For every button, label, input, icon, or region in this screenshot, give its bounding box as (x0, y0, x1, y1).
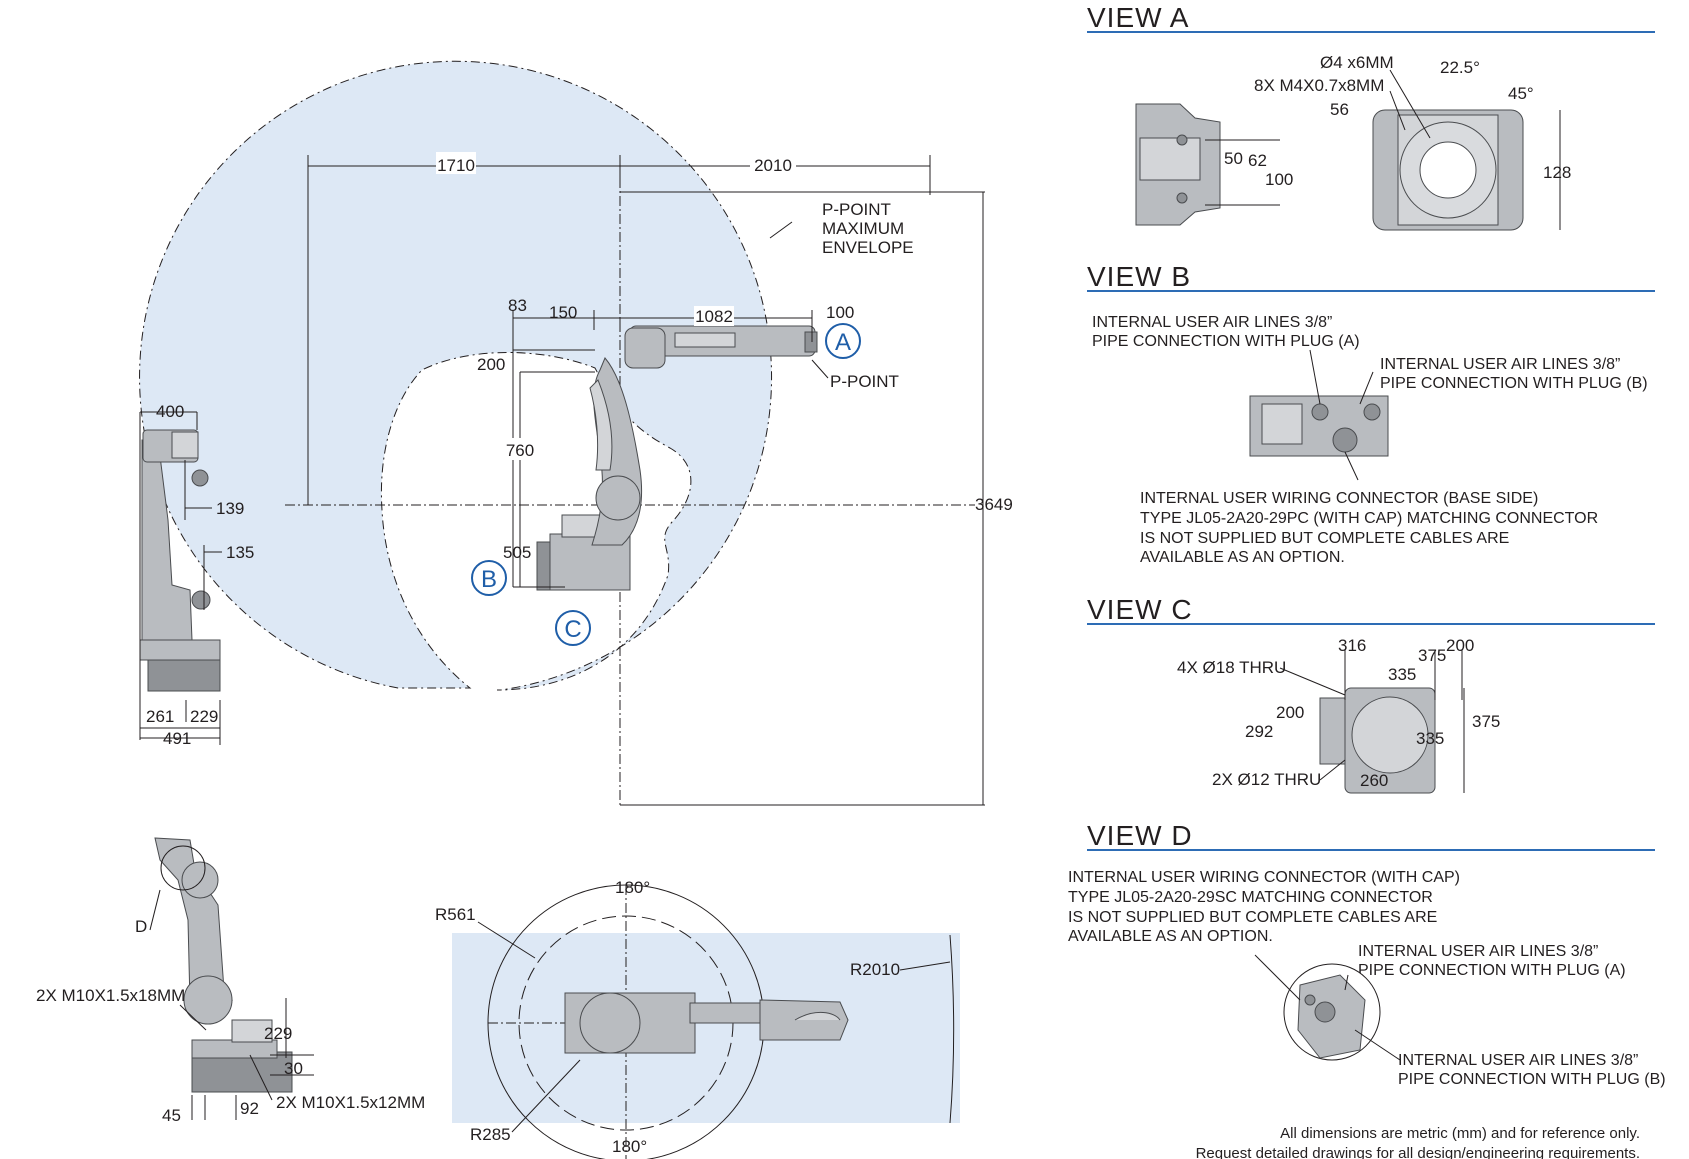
view-d-air-b-1: INTERNAL USER AIR LINES 3/8” (1398, 1052, 1638, 1069)
view-a-angle-45: 45° (1508, 84, 1534, 103)
view-b-air-a-2: PIPE CONNECTION WITH PLUG (A) (1092, 333, 1360, 350)
view-c-dim-375: 375 (1472, 712, 1500, 731)
view-c-dim-200-top: 200 (1446, 636, 1474, 655)
view-b-title: VIEW B (1087, 261, 1191, 292)
dim-45: 45 (162, 1106, 181, 1125)
view-marker-a (825, 323, 861, 359)
label-view-d: D (135, 917, 147, 936)
label-r561: R561 (435, 905, 476, 924)
view-c-holes-18: 4X Ø18 THRU (1177, 658, 1286, 677)
view-a-dim-100: 100 (1265, 170, 1293, 189)
p-point-envelope (139, 60, 773, 691)
view-d: VIEW D INTERNAL USER WIRING CONNECTOR (W… (1068, 820, 1666, 1088)
view-c-dim-316: 316 (1338, 636, 1366, 655)
view-c-holes-12: 2X Ø12 THRU (1212, 770, 1321, 789)
view-d-wire-1: INTERNAL USER WIRING CONNECTOR (WITH CAP… (1068, 869, 1460, 886)
view-b-wire-1: INTERNAL USER WIRING CONNECTOR (BASE SID… (1140, 490, 1538, 507)
label-p-point-3: ENVELOPE (822, 238, 914, 257)
dim-30: 30 (284, 1059, 303, 1078)
dim-491: 491 (163, 729, 191, 748)
view-d-air-a-2: PIPE CONNECTION WITH PLUG (A) (1358, 962, 1626, 979)
top-view-envelope (452, 933, 960, 1123)
view-a-dim-62: 62 (1248, 151, 1267, 170)
dim-229: 229 (190, 707, 218, 726)
dim-261: 261 (146, 707, 174, 726)
dim-2010: 2010 (754, 156, 792, 175)
top-view: 180° R561 R2010 R285 180° (435, 878, 960, 1159)
dim-400: 400 (156, 402, 184, 421)
view-marker-c-label: C (564, 616, 581, 643)
dim-100: 100 (826, 303, 854, 322)
view-b-air-b-2: PIPE CONNECTION WITH PLUG (B) (1380, 375, 1648, 392)
view-a-thread: 8X M4X0.7x8MM (1254, 76, 1384, 95)
view-b-air-a-1: INTERNAL USER AIR LINES 3/8” (1092, 314, 1332, 331)
label-p-point-2: MAXIMUM (822, 219, 904, 238)
view-b-air-b-1: INTERNAL USER AIR LINES 3/8” (1380, 356, 1620, 373)
dim-229-base: 229 (264, 1024, 292, 1043)
label-r285: R285 (470, 1125, 511, 1144)
side-view: 1710 2010 3649 P-POINT MAXIMUM ENVELOPE (139, 60, 1013, 806)
dim-3649: 3649 (975, 495, 1013, 514)
dim-135: 135 (226, 543, 254, 562)
view-marker-c (555, 610, 591, 646)
view-d-title: VIEW D (1087, 820, 1193, 851)
robot-side-silhouette (536, 318, 818, 591)
label-bolt-12mm: 2X M10X1.5x12MM (276, 1093, 425, 1112)
angle-180-bottom: 180° (612, 1137, 647, 1156)
view-b-wire-3: IS NOT SUPPLIED BUT COMPLETE CABLES ARE (1140, 530, 1509, 547)
dim-760: 760 (506, 441, 534, 460)
view-marker-a-label: A (835, 329, 851, 356)
view-d-air-b-2: PIPE CONNECTION WITH PLUG (B) (1398, 1071, 1666, 1088)
view-a: VIEW A 50 62 100 128 Ø4 x6MM 8X M4X0.7x8… (1087, 2, 1655, 231)
view-b: VIEW B INTERNAL USER AIR LINES 3/8” PIPE… (1087, 261, 1655, 566)
view-d-wire-3: IS NOT SUPPLIED BUT COMPLETE CABLES ARE (1068, 909, 1437, 926)
view-c-title: VIEW C (1087, 594, 1193, 625)
dim-139: 139 (216, 499, 244, 518)
dim-150: 150 (549, 303, 577, 322)
base-side-view: D 2X M10X1.5x18MM 229 30 45 92 2X M10X1.… (36, 837, 425, 1125)
view-d-wire-2: TYPE JL05-2A20-29SC MATCHING CONNECTOR (1068, 889, 1433, 906)
dim-200: 200 (477, 355, 505, 374)
angle-180-top: 180° (615, 878, 650, 897)
view-d-air-a-1: INTERNAL USER AIR LINES 3/8” (1358, 943, 1598, 960)
view-a-dim-56: 56 (1330, 100, 1349, 119)
footer-note-2: Request detailed drawings for all design… (1196, 1145, 1640, 1159)
view-a-angle-22: 22.5° (1440, 58, 1480, 77)
view-b-wire-2: TYPE JL05-2A20-29PC (WITH CAP) MATCHING … (1140, 510, 1598, 527)
view-c-dim-200: 200 (1276, 703, 1304, 722)
view-a-title: VIEW A (1087, 2, 1189, 33)
view-a-dim-50: 50 (1224, 149, 1243, 168)
view-d-wire-4: AVAILABLE AS AN OPTION. (1068, 928, 1273, 945)
dim-92: 92 (240, 1099, 259, 1118)
view-marker-b (471, 560, 507, 596)
dim-1082: 1082 (695, 307, 733, 326)
view-c-dim-260: 260 (1360, 771, 1388, 790)
dim-505: 505 (503, 543, 531, 562)
label-bolt-18mm: 2X M10X1.5x18MM (36, 986, 185, 1005)
view-marker-b-label: B (481, 566, 497, 593)
view-c-dim-335: 335 (1416, 729, 1444, 748)
dim-1710: 1710 (437, 156, 475, 175)
dim-83: 83 (508, 296, 527, 315)
label-p-point: P-POINT (830, 372, 899, 391)
front-view: 400 139 135 261 229 491 (139, 402, 254, 748)
view-b-wire-4: AVAILABLE AS AN OPTION. (1140, 549, 1345, 566)
view-c-dim-292: 292 (1245, 722, 1273, 741)
view-c: VIEW C 316 375 200 335 4X Ø18 THRU 200 2… (1087, 594, 1655, 794)
footer-note-1: All dimensions are metric (mm) and for r… (1280, 1125, 1640, 1142)
view-a-dim-128: 128 (1543, 163, 1571, 182)
view-a-hole: Ø4 x6MM (1320, 53, 1394, 72)
view-c-dim-335-top: 335 (1388, 665, 1416, 684)
view-c-dim-375-top: 375 (1418, 646, 1446, 665)
label-r2010: R2010 (850, 960, 900, 979)
label-p-point-1: P-POINT (822, 200, 891, 219)
